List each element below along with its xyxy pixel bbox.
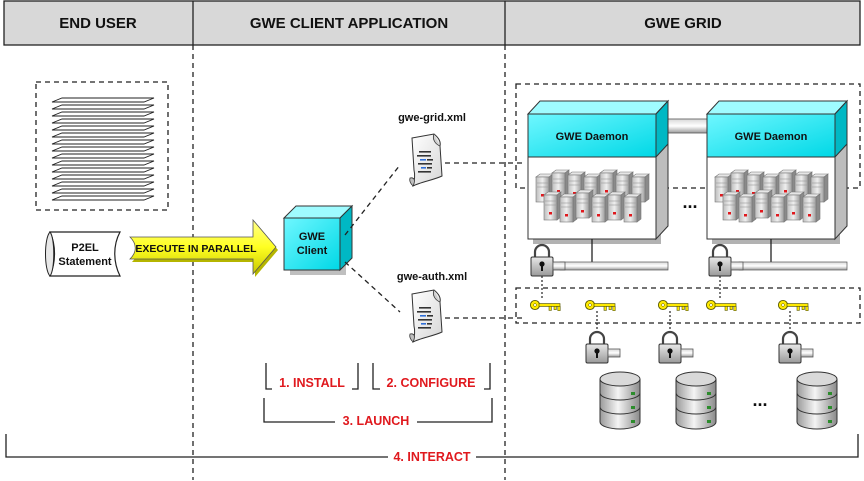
header-end-user: END USER	[59, 15, 137, 32]
p2el-statement-scroll: P2EL Statement	[45, 231, 122, 277]
server-icon	[591, 193, 610, 223]
step-configure-label: 2. CONFIGURE	[387, 376, 476, 390]
step-configure-bracket: 2. CONFIGURE	[372, 363, 491, 391]
daemon-left-lock-bar	[559, 261, 669, 271]
grid-xml-document-icon	[409, 133, 443, 187]
database-icon	[796, 371, 838, 430]
statement-line-2: Statement	[58, 256, 112, 268]
server-icon	[770, 193, 789, 223]
server-cluster-right	[714, 169, 829, 223]
stacked-page	[51, 104, 155, 110]
grid-xml-label: gwe-grid.xml	[398, 112, 466, 124]
stacked-page	[51, 188, 155, 194]
step-install-bracket: 1. INSTALL	[265, 363, 359, 391]
servers-ellipsis: ...	[682, 192, 697, 212]
daemon-node-left: GWE Daemon	[526, 99, 670, 244]
storage-ellipsis: ...	[752, 390, 767, 410]
step-launch-label: 3. LAUNCH	[343, 414, 410, 428]
connector-client-auth-xml	[344, 261, 401, 313]
daemon-left-padlock-icon	[529, 243, 567, 278]
server-icon	[738, 193, 757, 223]
stacked-page	[51, 195, 155, 201]
stacked-page	[51, 146, 155, 152]
header-client-application: GWE CLIENT APPLICATION	[250, 15, 448, 32]
stacked-page	[51, 125, 155, 131]
stacked-page	[51, 132, 155, 138]
stacked-page	[51, 181, 155, 187]
stacked-page	[51, 153, 155, 159]
server-cluster-left	[535, 169, 650, 223]
header-gwe-grid: GWE GRID	[644, 15, 722, 32]
execute-in-parallel-arrow: EXECUTE IN PARALLEL	[129, 218, 278, 277]
statement-group-box	[35, 81, 169, 211]
stacked-page	[51, 139, 155, 145]
auth-keys	[529, 299, 809, 312]
daemon-link-bar	[661, 118, 709, 134]
auth-xml-label: gwe-auth.xml	[397, 271, 467, 283]
daemon-right-padlock-icon	[707, 243, 745, 278]
server-icon	[607, 191, 626, 221]
storage-padlock-icon	[777, 330, 815, 365]
daemon-right-label: GWE Daemon	[735, 131, 808, 143]
server-icon	[754, 189, 773, 219]
connector-client-grid-xml	[344, 164, 401, 236]
step-install-label: 1. INSTALL	[279, 376, 345, 390]
server-icon	[802, 193, 821, 223]
step-interact-label: 4. INTERACT	[393, 450, 470, 464]
stacked-page	[51, 167, 155, 173]
key-icon	[529, 299, 561, 312]
document-stack-icon	[51, 97, 155, 201]
key-icon	[705, 299, 737, 312]
database-icon	[599, 371, 641, 430]
server-icon	[722, 191, 741, 221]
server-icon	[623, 193, 642, 223]
step-launch-bracket: 3. LAUNCH	[263, 398, 493, 429]
statement-line-1: P2EL	[71, 242, 99, 254]
stacked-page	[51, 174, 155, 180]
arrow-label: EXECUTE IN PARALLEL	[135, 243, 257, 255]
header-bar: END USER GWE CLIENT APPLICATION GWE GRID	[3, 0, 861, 46]
server-icon	[575, 189, 594, 219]
stacked-page	[51, 118, 155, 124]
auth-xml-document-icon	[409, 289, 443, 343]
server-icon	[786, 191, 805, 221]
daemon-node-right: GWE Daemon	[705, 99, 849, 244]
daemon-group-box	[515, 83, 861, 189]
step-interact-bracket: 4. INTERACT	[5, 434, 859, 465]
gwe-client-cube: GWE Client	[282, 204, 354, 275]
key-icon	[584, 299, 616, 312]
server-icon	[559, 193, 578, 223]
stacked-page	[51, 160, 155, 166]
storage-padlock-icon	[657, 330, 695, 365]
stacked-page	[51, 111, 155, 117]
auth-key-band	[515, 287, 861, 324]
key-icon	[777, 299, 809, 312]
key-icon	[657, 299, 689, 312]
daemon-right-lock-bar	[738, 261, 848, 271]
client-line-2: Client	[297, 245, 328, 257]
storage-padlock-icon	[584, 330, 622, 365]
server-icon	[543, 191, 562, 221]
stacked-page	[51, 97, 155, 103]
client-line-1: GWE	[299, 231, 325, 243]
database-icon	[675, 371, 717, 430]
storage-nodes	[584, 330, 838, 430]
daemon-left-label: GWE Daemon	[556, 131, 629, 143]
